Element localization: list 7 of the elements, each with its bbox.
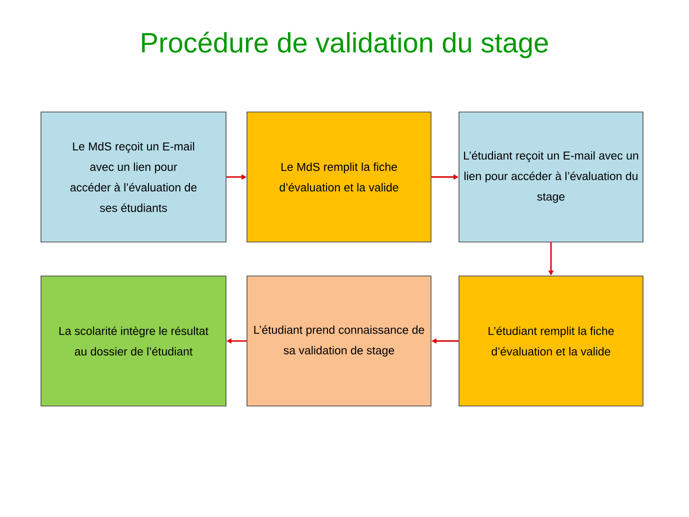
process-box: L’étudiant reçoit un E-mail avec un lien pour accéder à l’évaluation du stage	[458, 112, 644, 242]
process-box: Le MdS remplit la fiche d’évaluation et la valide	[246, 112, 432, 242]
process-box: La scolarité intègre le résultat au dossier de l’étudiant	[40, 276, 226, 406]
process-box: L’étudiant prend connaissance de sa validation de stage	[246, 276, 432, 406]
title: Procédure de validation du stage	[142, 32, 548, 58]
process-box: L’étudiant remplit la fiche d’évaluation et la valide	[458, 276, 644, 406]
process-box: Le MdS reçoit un E-mail avec un lien pour accéder à l’évaluation de ses étudiants	[40, 112, 226, 242]
